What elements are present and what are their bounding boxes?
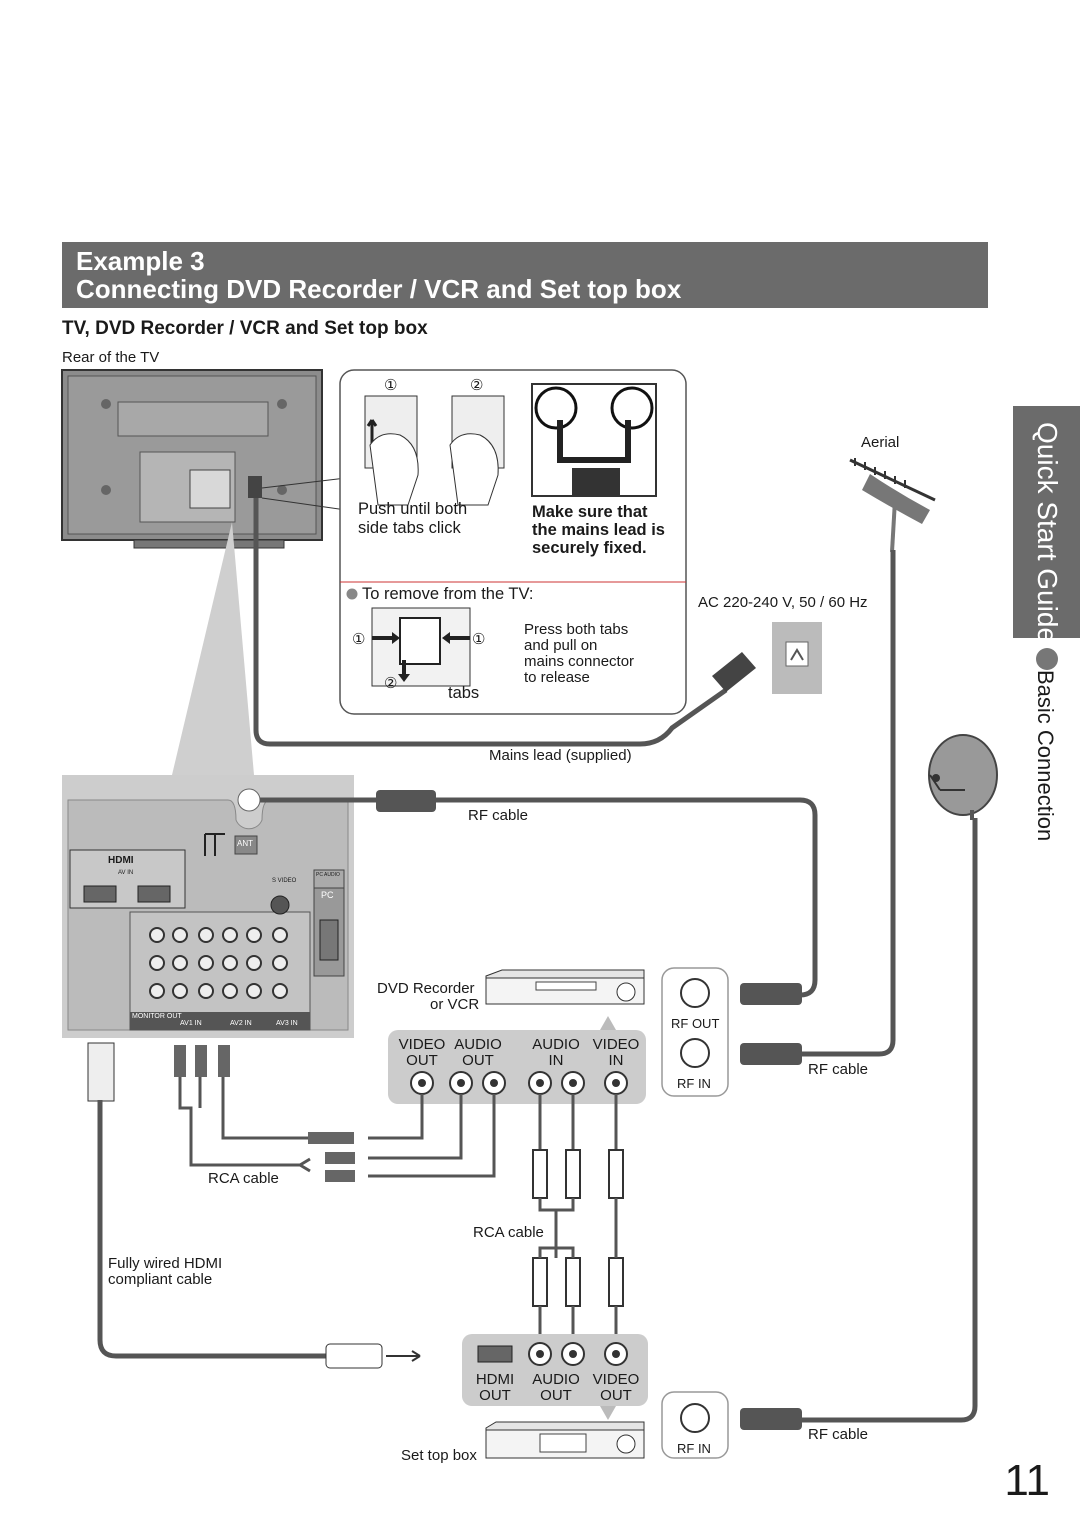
ant-label: ANT [237,839,253,848]
dvd-label-line1: DVD Recorder [377,980,475,997]
make-sure-line1: Make sure that [532,503,648,521]
tv-rear-illustration [61,369,323,549]
push-text-line2: side tabs click [358,519,461,537]
press-line1: Press both tabs [524,621,629,638]
press-line3: mains connector [524,653,635,670]
make-sure-line2: the mains lead is [532,521,665,539]
dvd-label-line2: or VCR [430,996,480,1013]
av2-in-label: AV2 IN [230,1020,252,1027]
hdmi-cable-label-line2: compliant cable [108,1271,213,1288]
av3-in-label: AV3 IN [276,1020,298,1027]
hdmi-logo: HDMI [108,855,134,866]
section-bullet-icon [1036,648,1058,670]
quick-start-guide-label: Quick Start Guide [1032,422,1063,643]
av1-in-label: AV1 IN [180,1020,202,1027]
example-banner: Example 3 Connecting DVD Recorder / VCR … [62,242,988,308]
hdmi-cable-label-line1: Fully wired HDMI [108,1255,223,1272]
inset-step-1: ① [384,377,398,394]
aerial-illustration [849,458,936,553]
quick-start-guide-tab: Quick Start Guide [1013,406,1080,643]
remove-step-2: ② [384,675,398,692]
tabs-label: tabs [448,684,480,702]
remove-title: To remove from the TV: [362,585,534,603]
inset-step-2: ② [470,377,484,394]
press-line2: and pull on [524,637,598,654]
rear-of-tv-label: Rear of the TV [62,349,160,366]
set-top-box-illustration [485,1421,645,1459]
rf-cable-label-top: RF cable [468,807,529,824]
page-number: 11 [1004,1456,1050,1505]
pc-label: PC [321,890,334,900]
rf-cable-label-mid: RF cable [808,1061,869,1078]
aerial-label: Aerial [861,434,900,451]
pc-audio-label: PC AUDIO [316,872,340,878]
satellite-dish-illustration [928,734,998,820]
dvd-rf-out-label: RF OUT [671,1016,720,1031]
set-top-box-label: Set top box [401,1447,477,1464]
s-video-label: S VIDEO [272,878,297,884]
rca-cable-label-mid: RCA cable [473,1224,544,1241]
dvd-rf-in-label: RF IN [677,1076,711,1091]
rf-cable-label-bottom: RF cable [808,1426,869,1443]
ac-voltage-label: AC 220-240 V, 50 / 60 Hz [698,594,868,611]
remove-step-1-right: ① [472,631,486,648]
banner-example-number: Example 3 [76,246,205,276]
push-text-line1: Push until both [358,500,468,518]
dvd-recorder-illustration [485,969,645,1005]
monitor-out-label: MONITOR OUT [132,1013,182,1020]
mains-lead-label: Mains lead (supplied) [489,747,632,764]
av-in-label: AV IN [118,870,134,876]
banner-title: Connecting DVD Recorder / VCR and Set to… [76,274,682,304]
rca-cable-label-left: RCA cable [208,1170,279,1187]
make-sure-line3: securely fixed. [532,539,647,557]
press-line4: to release [524,669,590,686]
stb-rf-in-label: RF IN [677,1441,711,1456]
tv-terminal-panel [62,775,354,1038]
section-subtitle: TV, DVD Recorder / VCR and Set top box [62,318,428,339]
basic-connection-label: Basic Connection [1033,670,1058,842]
remove-step-1-left: ① [352,631,366,648]
